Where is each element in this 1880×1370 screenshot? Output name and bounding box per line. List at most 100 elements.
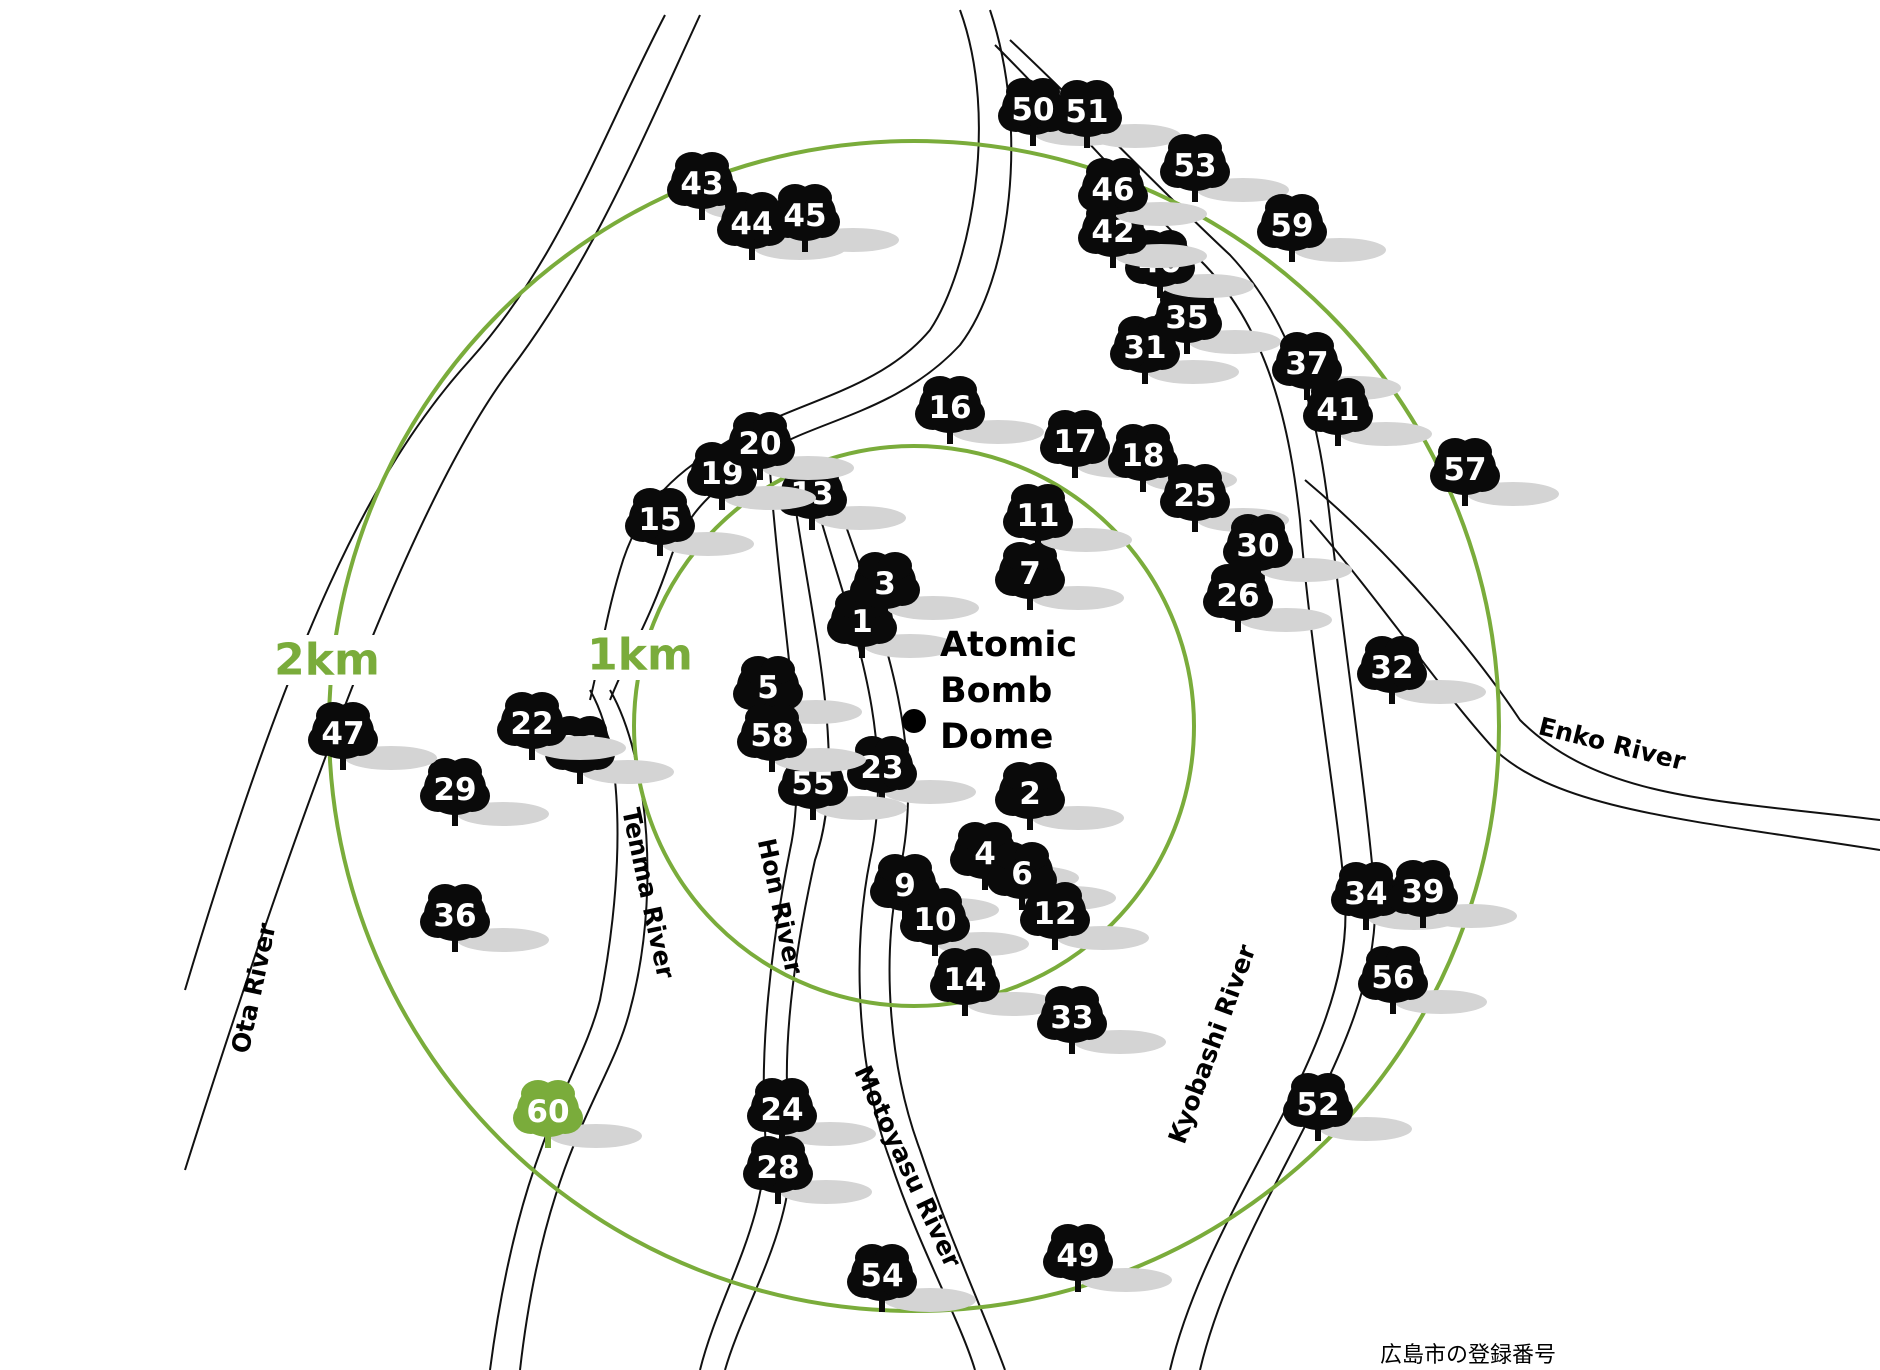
tree-crown (541, 1080, 575, 1108)
tree-crown (1112, 222, 1148, 254)
tree-crown (1416, 860, 1450, 888)
tree-16: 16 (915, 376, 1044, 444)
tree-crown (721, 464, 757, 496)
tree-crown (747, 1100, 783, 1132)
tree-crown (798, 184, 832, 212)
tree-crown (759, 434, 795, 466)
tree-46: 46 (1078, 158, 1207, 226)
landmark-label-line-2: Bomb (940, 671, 1052, 711)
tree-crown (308, 724, 344, 756)
tree-35: 35 (1152, 286, 1281, 354)
tree-crown (725, 434, 761, 466)
tree-crown (342, 724, 378, 756)
hon-river-label: Hon River (752, 836, 809, 978)
tree-crown (420, 780, 456, 812)
tree-crown (1385, 636, 1419, 664)
tree-crown (1223, 536, 1259, 568)
tree-crown (978, 822, 1012, 850)
tree-crown (454, 780, 490, 812)
tree-crown (667, 174, 703, 206)
tree-33: 33 (1037, 986, 1166, 1054)
tree-crown (878, 552, 912, 580)
tree-crown (1112, 180, 1148, 212)
tree-26: 26 (1203, 564, 1332, 632)
tree-crown (1186, 308, 1222, 340)
tree-crown (1194, 486, 1230, 518)
tree-crown (1054, 904, 1090, 936)
tree-number-label: 52 (1296, 1087, 1339, 1123)
tree-crown (1251, 514, 1285, 542)
tree-number-label: 15 (638, 502, 681, 538)
tree-2: 2 (995, 762, 1124, 830)
tree-crown (659, 510, 695, 542)
tree-39: 39 (1388, 860, 1517, 928)
tree-crown (1152, 308, 1188, 340)
tree-crown (767, 678, 803, 710)
tree-14: 14 (930, 948, 1059, 1016)
tree-number-label: 36 (433, 898, 476, 934)
ring-2km-label: 2km (274, 635, 380, 686)
tree-29: 29 (420, 758, 549, 826)
tree-number-label: 29 (433, 772, 476, 808)
tree-crown (1048, 882, 1082, 910)
tree-crown (448, 884, 482, 912)
ota-river-bank-west (184, 14, 666, 991)
tree-22: 22 (497, 692, 626, 760)
tree-number-label: 51 (1065, 94, 1108, 130)
tree-15: 15 (625, 488, 754, 556)
tree-crown (653, 488, 687, 516)
tree-crown (1037, 506, 1073, 538)
tree-crown (1071, 1008, 1107, 1040)
tree-crown (1188, 134, 1222, 162)
tree-crown (1237, 586, 1273, 618)
tree-crown (943, 376, 977, 404)
tree-59: 59 (1257, 194, 1386, 262)
tree-crown (745, 192, 779, 220)
tree-number-label: 14 (943, 962, 986, 998)
tree-crown (1142, 446, 1178, 478)
tree-crown (811, 484, 847, 516)
tree-crown (1136, 424, 1170, 452)
tree-crown (1306, 354, 1342, 386)
tree-crown (1020, 904, 1056, 936)
tree-crown (547, 1102, 583, 1134)
tree-crown (743, 1158, 779, 1190)
tree-number-label: 11 (1016, 498, 1059, 534)
tree-number-label: 22 (510, 706, 553, 742)
tree-crown (950, 844, 986, 876)
tree-number-label: 32 (1370, 650, 1413, 686)
tree-crown (1283, 1095, 1319, 1127)
tree-crown (1331, 378, 1365, 406)
tree-crown (1026, 78, 1060, 106)
tree-crown (717, 214, 753, 246)
tree-24: 24 (747, 1078, 876, 1146)
tree-crown (964, 970, 1000, 1002)
tree-crown (701, 174, 737, 206)
tree-crown (1160, 156, 1196, 188)
ring-1km-label: 1km (587, 630, 693, 681)
tree-crown (695, 152, 729, 180)
tree-crown (454, 906, 490, 938)
tree-crown (812, 774, 848, 806)
tree-crown (850, 574, 886, 606)
tree-54: 54 (847, 1244, 976, 1312)
tree-crown (1291, 216, 1327, 248)
tree-crown (778, 774, 814, 806)
tenma-river-bank-east (519, 689, 649, 1370)
tree-number-label: 10 (913, 902, 956, 938)
motoyasu-river-label: Motoyasu River (848, 1061, 967, 1272)
tree-60: 60 (513, 1080, 642, 1148)
tree-crown (1037, 1008, 1073, 1040)
tree-51: 51 (1052, 80, 1181, 148)
tree-crown (915, 398, 951, 430)
tree-crown (958, 948, 992, 976)
tree-crown (1003, 506, 1039, 538)
tree-crown (1068, 410, 1102, 438)
hon-river-bank-east (724, 469, 830, 1370)
tree-number-label: 28 (756, 1150, 799, 1186)
tree-number-label: 20 (738, 426, 781, 462)
tree-number-label: 3 (874, 566, 896, 602)
tree-number-label: 12 (1033, 896, 1076, 932)
tree-56: 56 (1358, 946, 1487, 1014)
